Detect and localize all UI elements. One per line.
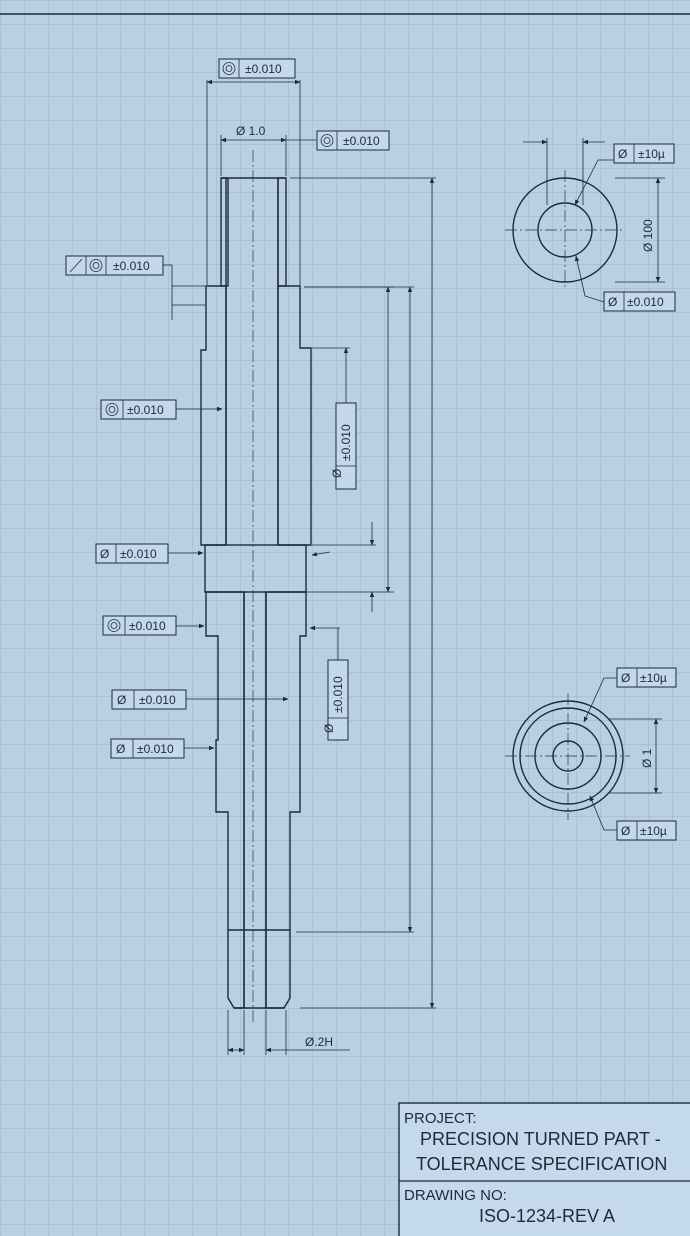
diameter-symbol-lower-2: Ø [116,742,125,756]
diameter-symbol-lower-v: Ø [322,724,336,733]
fcf-body-vertical: Ø ±0.010 [330,402,357,490]
tol-lower-diameter-2: ±0.010 [137,742,174,756]
diameter-symbol-b-inner: Ø [621,824,630,838]
fcf-bore-concentricity: ±0.010 [316,130,390,151]
fcf-lower-diameter-1: Ø ±0.010 [111,689,187,710]
fcf-lower-diameter-2: Ø ±0.010 [110,738,185,759]
fcf-flange-runout: ±0.010 [65,255,164,276]
tol-flange-runout: ±0.010 [113,259,150,273]
dim-section-a-diameter: Ø 100 [641,219,655,252]
fcf-collar-diameter: Ø ±0.010 [95,543,169,564]
shaft-section-view [200,150,312,1025]
fcf-section-b-inner: Ø ±10µ [616,820,677,841]
tol-lower-diameter-1: ±0.010 [139,693,176,707]
fcf-section-b-outer: Ø ±10µ [616,667,677,688]
fcf-section-a-outer: Ø ±10µ [613,143,675,164]
tol-body-vertical: ±0.010 [339,424,353,461]
tol-top-concentricity: ±0.010 [245,62,282,76]
project-label: PROJECT: [404,1110,477,1127]
tol-section-b-outer: ±10µ [640,671,667,685]
diameter-symbol-b-outer: Ø [621,671,630,685]
section-view-b: Ø 1 [505,677,662,831]
fcf-lower-vertical: Ø ±0.010 [322,659,349,741]
tol-section-b-inner: ±10µ [640,824,667,838]
diameter-symbol-a-inner: Ø [608,295,617,309]
fcf-lower-concentricity: ±0.010 [102,615,177,636]
dim-bottom-fit: Ø.2H [305,1035,333,1049]
diameter-symbol-lower-1: Ø [117,693,126,707]
runout-icon [69,258,83,273]
tol-body-concentricity: ±0.010 [127,403,164,417]
project-title-line2: TOLERANCE SPECIFICATION [416,1154,667,1174]
tol-collar-diameter: ±0.010 [120,547,157,561]
tol-section-a-outer: ±10µ [638,147,665,161]
section-view-a: Ø 100 [505,138,665,303]
tol-lower-concentricity: ±0.010 [129,619,166,633]
diameter-symbol-a-outer: Ø [618,147,627,161]
drawing-number: ISO-1234-REV A [479,1206,615,1226]
diameter-symbol-body: Ø [330,469,344,478]
diameter-symbol-collar: Ø [100,547,109,561]
title-block: PROJECT: PRECISION TURNED PART - TOLERAN… [398,1102,690,1236]
fcf-body-concentricity: ±0.010 [100,399,177,420]
dim-section-b-diameter: Ø 1 [640,748,654,768]
dim-top-diameter: Ø 1.0 [236,124,266,138]
project-title-line1: PRECISION TURNED PART - [420,1129,661,1149]
fcf-top-concentricity: ±0.010 [218,58,296,79]
tol-section-a-inner: ±0.010 [627,295,664,309]
drawing-number-label: DRAWING NO: [404,1187,507,1204]
tol-lower-vertical: ±0.010 [331,676,345,713]
dimension-lines [163,79,436,1055]
shaft-collar [204,544,307,593]
tol-bore-concentricity: ±0.010 [343,134,380,148]
fcf-section-a-inner: Ø ±0.010 [603,291,676,312]
